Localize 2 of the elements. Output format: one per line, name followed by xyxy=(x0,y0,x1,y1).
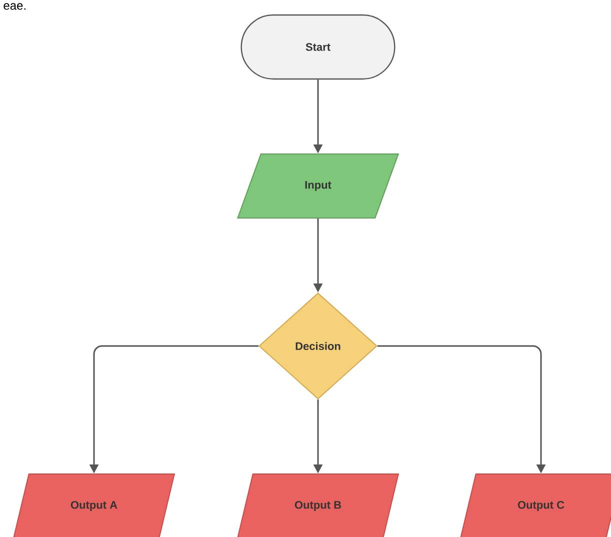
terminal-box: Start xyxy=(240,14,396,80)
note-text: eae. xyxy=(4,3,26,10)
